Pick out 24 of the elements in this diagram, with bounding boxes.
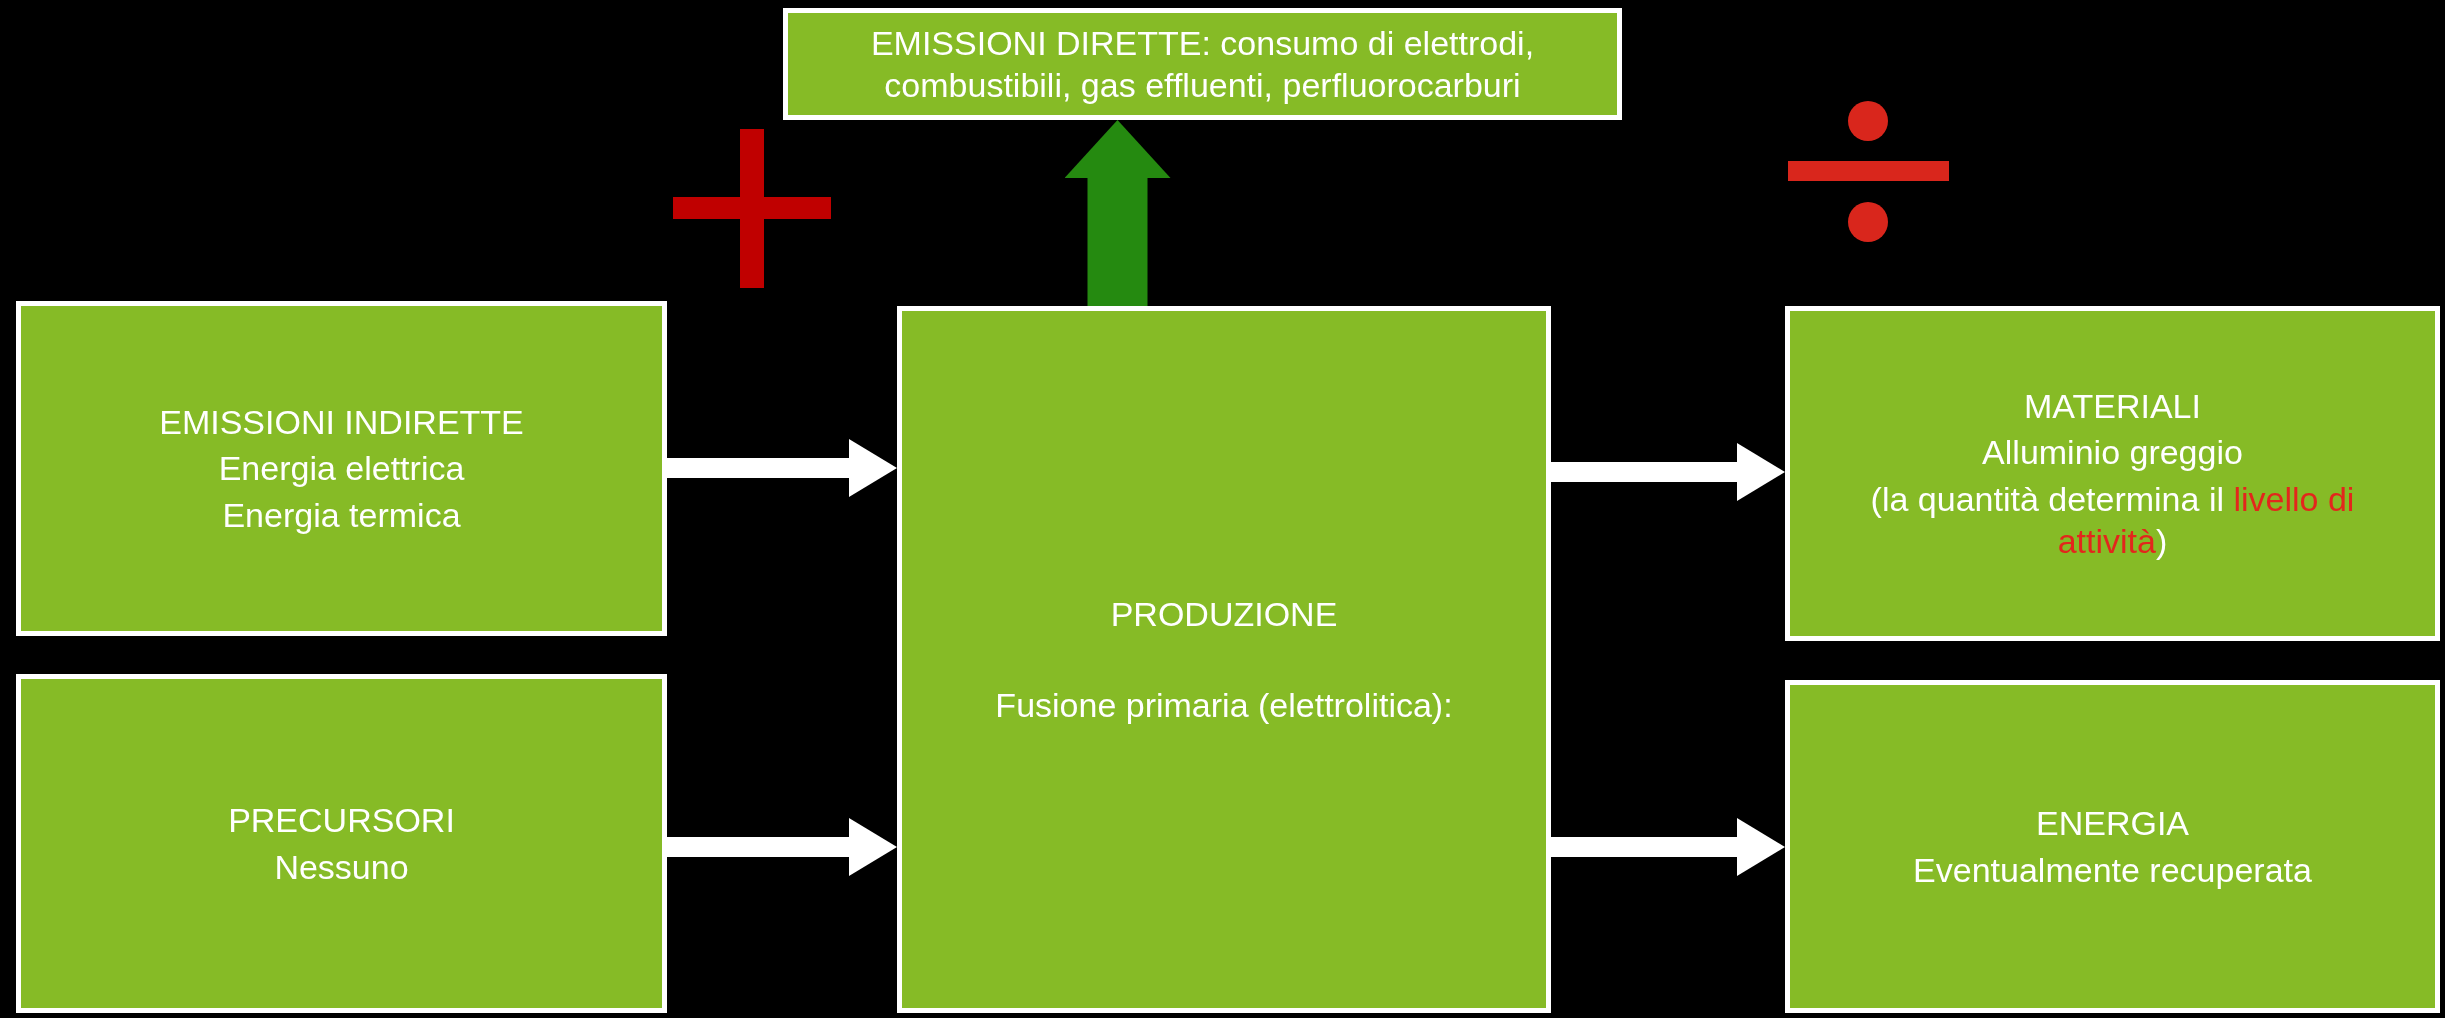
box-text: (la quantità determina il livello di attività) [1869, 478, 2356, 562]
box-text: Energia elettrica [218, 448, 465, 490]
box-text: Alluminio greggio [1982, 432, 2243, 473]
box-heading: EMISSIONI DIRETTE: consumo di elettrodi, combustibili, gas effluenti, perfluorocarburi [869, 22, 1536, 106]
process-box [16, 301, 667, 636]
box-text: Eventualmente recuperata [1913, 849, 2312, 891]
box-text: Nessuno [274, 846, 409, 888]
box-heading: EMISSIONI INDIRETTE [159, 401, 524, 443]
process-box [897, 306, 1551, 1013]
box-text: Energia termica [222, 494, 461, 536]
arrow [1551, 443, 1785, 501]
box-heading: PRECURSORI [228, 800, 455, 841]
arrow [1064, 120, 1171, 306]
process-box [1785, 306, 2440, 641]
arrow [667, 439, 897, 497]
box-heading: ENERGIA [2035, 803, 2189, 844]
arrow [667, 818, 897, 876]
process-box [1785, 680, 2440, 1013]
arrow [1551, 818, 1785, 876]
process-box [16, 674, 667, 1013]
box-heading: PRODUZIONE [1110, 594, 1338, 635]
process-box [783, 8, 1622, 120]
box-heading: MATERIALI [2024, 385, 2201, 427]
box-text: Fusione primaria (elettrolitica): [995, 684, 1453, 726]
